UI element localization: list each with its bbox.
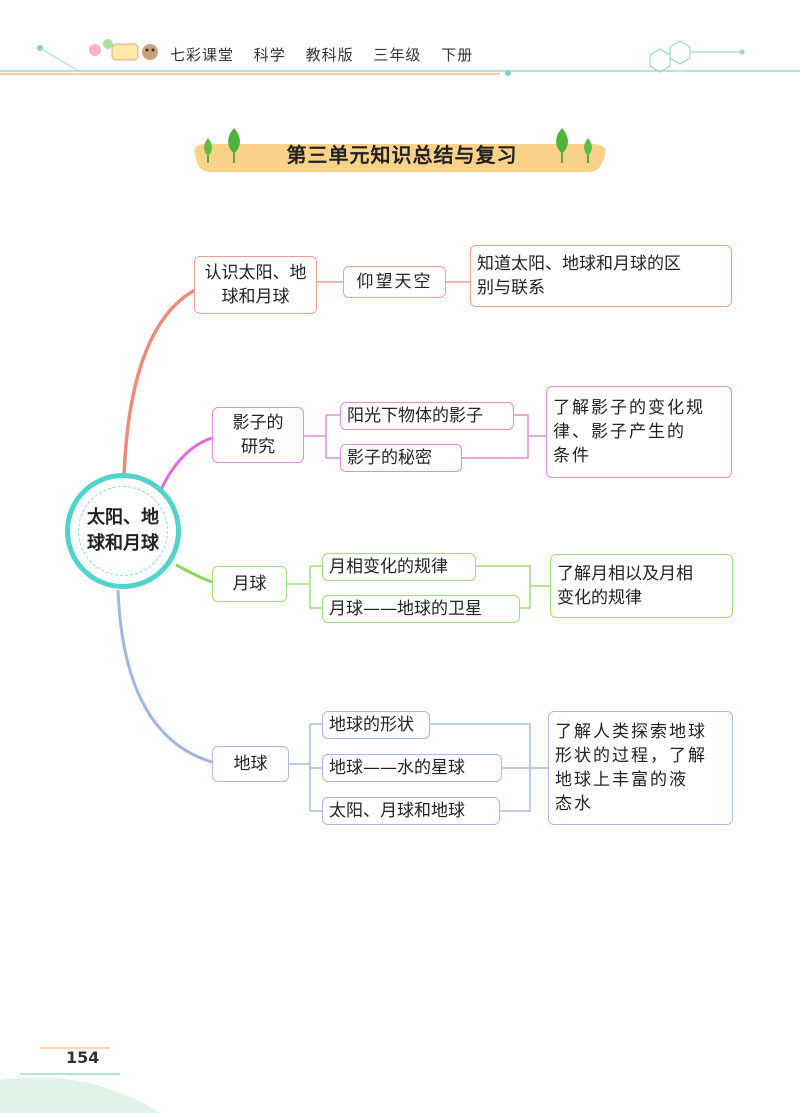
branch4-links [289,723,548,812]
branch2-summary: 了解影子的变化规 律、影子产生的 条件 [546,386,732,478]
page-number: 154 [66,1048,100,1067]
branch3-node: 月球 [212,566,287,602]
header-grade: 三年级 [373,46,422,64]
central-node-line1: 太阳、地 [87,507,159,528]
header-volume: 下册 [441,46,474,64]
branch4-topic1: 地球的形状 [322,711,430,739]
branch3-summary: 了解月相以及月相 变化的规律 [550,554,733,618]
branch4-node: 地球 [212,746,289,782]
header-series: 七彩课堂 [170,46,235,64]
header-breadcrumb: 七彩课堂 科学 教科版 三年级 下册 [170,44,487,65]
header-decoration [0,45,800,76]
branch2-topic2: 影子的秘密 [340,444,462,472]
hexagon-decoration-icon [649,40,745,73]
branch3-topic1: 月相变化的规律 [322,553,476,581]
central-node: 太阳、地 球和月球 [65,473,181,589]
page-title: 第三单元知识总结与复习 [286,143,518,167]
branch1-topic: 仰望天空 [343,266,446,298]
branch-connector-1 [122,288,196,476]
tree-icon [204,128,240,163]
branch2-node: 影子的 研究 [212,407,304,463]
header-subject: 科学 [253,46,286,64]
branch-connector-3 [175,563,213,584]
page-footer-decoration [0,1047,160,1113]
branch4-topic3: 太阳、月球和地球 [322,797,500,825]
branch-connector-2 [158,436,213,493]
branch1-node: 认识太阳、地 球和月球 [194,256,317,314]
branch-connector-4 [116,589,213,764]
branch2-topic1: 阳光下物体的影子 [340,402,514,430]
branch4-topic2: 地球——水的星球 [322,754,502,782]
tree-icon [556,128,592,163]
title-banner [194,144,606,172]
central-node-line2: 球和月球 [87,533,159,554]
branch2-links [304,414,546,459]
branch3-links [287,565,550,609]
branch3-topic2: 月球——地球的卫星 [322,595,520,623]
branch4-summary: 了解人类探索地球 形状的过程，了解 地球上丰富的液 态水 [548,711,733,825]
mascot-icon [89,39,158,61]
branch1-summary: 知道太阳、地球和月球的区 别与联系 [470,245,732,307]
header-edition: 教科版 [305,46,354,64]
